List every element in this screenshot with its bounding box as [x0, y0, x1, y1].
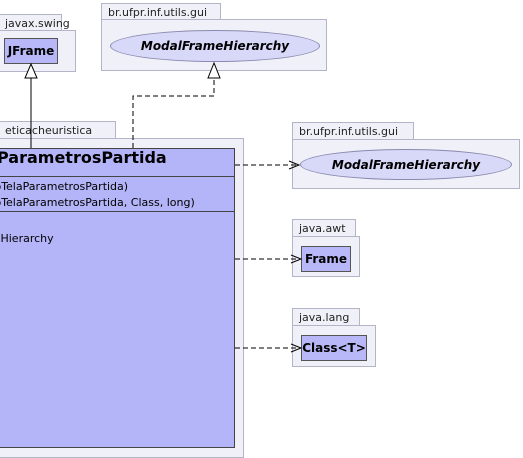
constructor-1: ssoTelaParametrosPartida)	[0, 180, 129, 193]
class-parametrospartida[interactable]: ParametrosPartida ssoTelaParametrosParti…	[0, 148, 235, 448]
class-jframe[interactable]: JFrame	[4, 38, 58, 64]
dependency-arrowhead	[290, 254, 303, 264]
class-frame[interactable]: Frame	[301, 246, 351, 272]
interface-modalframehierarchy-right[interactable]: ModalFrameHierarchy	[300, 149, 512, 180]
package-tab: java.lang	[292, 308, 360, 325]
inheritance-arrowhead	[24, 62, 38, 79]
method-1: meHierarchy	[0, 232, 54, 245]
constructor-2: ssoTelaParametrosPartida, Class, long)	[0, 196, 195, 209]
class-divider	[0, 211, 234, 212]
dependency-arrowhead	[288, 160, 301, 170]
package-tab: java.awt	[292, 219, 356, 236]
realization-arrowhead	[207, 61, 221, 79]
connectors	[24, 61, 303, 353]
package-tab: br.ufpr.inf.utils.gui	[292, 122, 414, 139]
class-title: ParametrosPartida	[0, 148, 167, 167]
class-class-t[interactable]: Class<T>	[301, 335, 367, 361]
package-tab: javax.swing	[0, 14, 70, 31]
interface-modalframehierarchy-top[interactable]: ModalFrameHierarchy	[110, 30, 320, 62]
class-divider	[0, 176, 234, 177]
package-tab: eticacheuristica	[0, 121, 116, 138]
package-tab: br.ufpr.inf.utils.gui	[101, 3, 221, 20]
dependency-arrowhead	[290, 343, 303, 353]
realization-line	[132, 78, 215, 148]
